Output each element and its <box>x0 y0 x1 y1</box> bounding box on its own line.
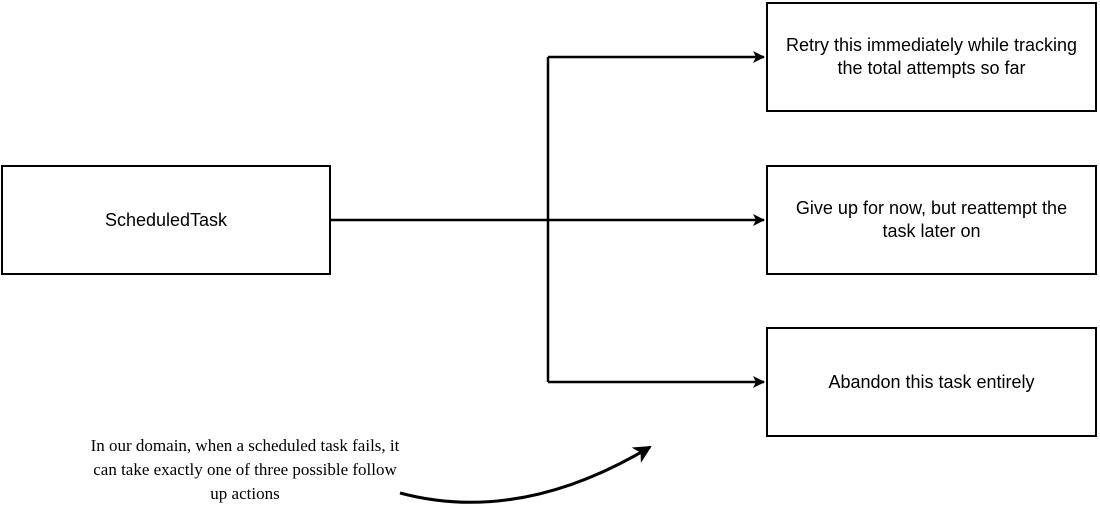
annotation-curved-arrow <box>399 445 652 504</box>
scheduled-task-label: ScheduledTask <box>104 209 228 230</box>
outcome-giveup-label: Give up for now, but reattempt the task … <box>795 198 1068 241</box>
annotation-note: In our domain, when a scheduled task fai… <box>90 436 400 503</box>
outcome-retry-node: Retry this immediately while tracking th… <box>766 2 1097 112</box>
scheduled-task-node: ScheduledTask <box>1 165 331 275</box>
outcome-retry-label: Retry this immediately while tracking th… <box>785 35 1078 78</box>
outcome-abandon-node: Abandon this task entirely <box>766 327 1097 437</box>
outcome-abandon-label: Abandon this task entirely <box>828 371 1035 392</box>
outcome-giveup-node: Give up for now, but reattempt the task … <box>766 165 1097 275</box>
